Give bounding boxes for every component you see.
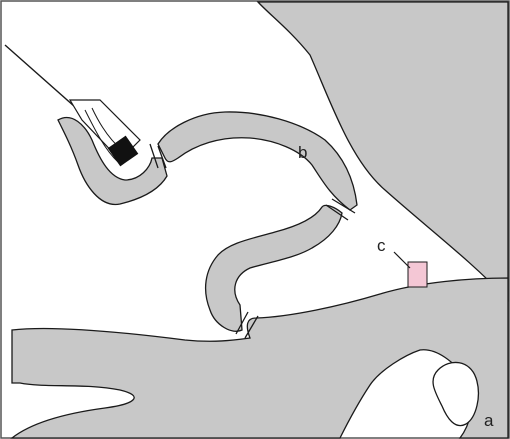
upper-right-tissue bbox=[256, 1, 509, 302]
junction-line-3 bbox=[331, 198, 356, 214]
lower-band-opening bbox=[432, 361, 480, 427]
junction-line-6 bbox=[244, 315, 259, 339]
upper-stump bbox=[57, 116, 168, 206]
loop-segment-b bbox=[157, 111, 358, 211]
label-a: a bbox=[484, 411, 494, 430]
instrument-inner-line bbox=[84, 109, 119, 163]
marker-c-leader bbox=[393, 251, 411, 269]
junction-line-1 bbox=[149, 143, 159, 169]
junction-line-2 bbox=[157, 145, 167, 169]
middle-curve-segment bbox=[204, 204, 343, 332]
marker-c bbox=[407, 261, 428, 288]
clip-head bbox=[107, 135, 139, 167]
junction-line-4 bbox=[325, 204, 349, 221]
label-c: c bbox=[377, 236, 386, 255]
label-b: b bbox=[298, 143, 307, 162]
junction-line-5 bbox=[235, 311, 249, 335]
